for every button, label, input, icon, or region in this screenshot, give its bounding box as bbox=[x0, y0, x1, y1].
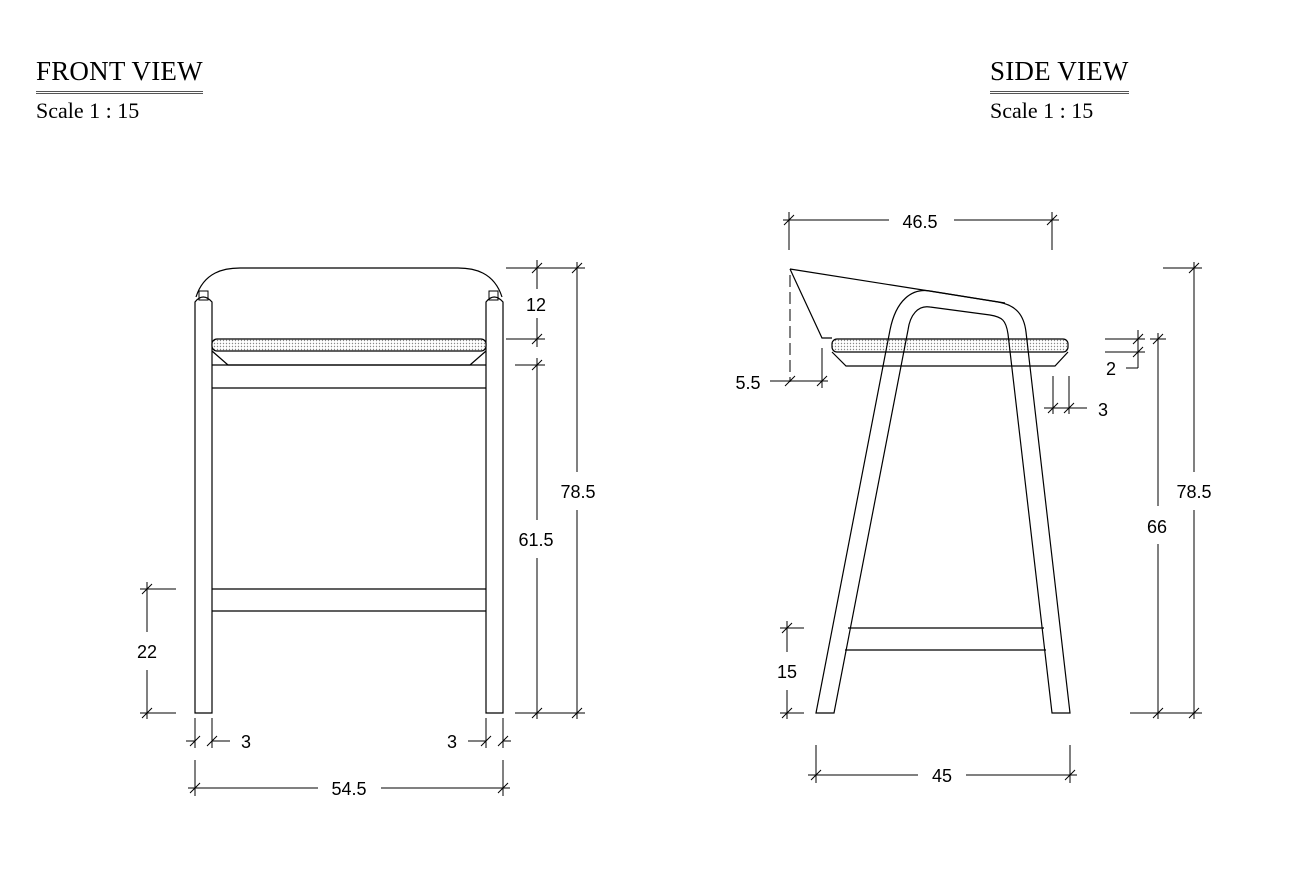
side-seat-cushion bbox=[831, 338, 1069, 353]
dim-label-78-5-front: 78.5 bbox=[560, 482, 595, 502]
dim-label-12: 12 bbox=[526, 295, 546, 315]
dim-label-66: 66 bbox=[1147, 517, 1167, 537]
dim-side-back-overhang: 5.5 bbox=[735, 348, 828, 393]
side-view-header: SIDE VIEW Scale 1 : 15 bbox=[990, 58, 1129, 122]
front-view-scale: Scale 1 : 15 bbox=[36, 98, 140, 123]
dim-front-total-height: 78.5 bbox=[545, 262, 596, 719]
dim-front-left-leg: 3 bbox=[186, 718, 251, 752]
side-backrest bbox=[789, 268, 1006, 339]
dim-side-base-depth: 45 bbox=[808, 745, 1077, 786]
dim-side-top-depth: 46.5 bbox=[783, 212, 1059, 250]
dim-label-61-5: 61.5 bbox=[518, 530, 553, 550]
dim-backrest-height: 12 bbox=[506, 260, 546, 347]
dim-side-seat-height: 66 bbox=[1147, 333, 1167, 719]
side-view-title: SIDE VIEW bbox=[990, 58, 1129, 94]
side-seat-frame bbox=[831, 351, 1069, 367]
dim-side-stretcher-height: 15 bbox=[777, 621, 804, 719]
side-view-scale: Scale 1 : 15 bbox=[990, 98, 1094, 123]
dim-label-46-5: 46.5 bbox=[902, 212, 937, 232]
side-leg-frame bbox=[815, 289, 1071, 714]
dim-front-stretcher-height: 22 bbox=[137, 582, 176, 719]
dim-side-front-overhang: 3 bbox=[1044, 376, 1108, 420]
dim-label-5-5: 5.5 bbox=[735, 373, 760, 393]
side-view-drawing: 46.5 5.5 2 3 bbox=[735, 212, 1212, 786]
dim-side-seat-thickness: 2 bbox=[1105, 330, 1145, 379]
front-backrest bbox=[195, 267, 503, 298]
front-view-header: FRONT VIEW Scale 1 : 15 bbox=[36, 58, 203, 122]
dim-label-54-5: 54.5 bbox=[331, 779, 366, 799]
front-left-joint bbox=[198, 290, 209, 301]
front-right-joint bbox=[488, 290, 499, 301]
dim-label-45: 45 bbox=[932, 766, 952, 786]
dim-label-3-right: 3 bbox=[447, 732, 457, 752]
dim-front-seat-height: 61.5 bbox=[515, 358, 554, 719]
dim-front-overall-width: 54.5 bbox=[188, 760, 510, 799]
front-view-drawing: 12 78.5 61.5 bbox=[137, 260, 596, 799]
dim-label-15: 15 bbox=[777, 662, 797, 682]
dim-front-right-leg: 3 bbox=[447, 718, 511, 752]
dim-label-22: 22 bbox=[137, 642, 157, 662]
dim-side-total-height: 78.5 bbox=[1130, 262, 1212, 719]
dim-label-3-side: 3 bbox=[1098, 400, 1108, 420]
front-left-leg bbox=[194, 296, 213, 714]
front-seat-frame bbox=[211, 350, 487, 366]
front-seat-cushion bbox=[211, 338, 487, 352]
dim-label-3-left: 3 bbox=[241, 732, 251, 752]
front-right-leg bbox=[485, 296, 504, 714]
front-view-title: FRONT VIEW bbox=[36, 58, 203, 94]
dim-label-2: 2 bbox=[1106, 359, 1116, 379]
dim-label-78-5-side: 78.5 bbox=[1176, 482, 1211, 502]
